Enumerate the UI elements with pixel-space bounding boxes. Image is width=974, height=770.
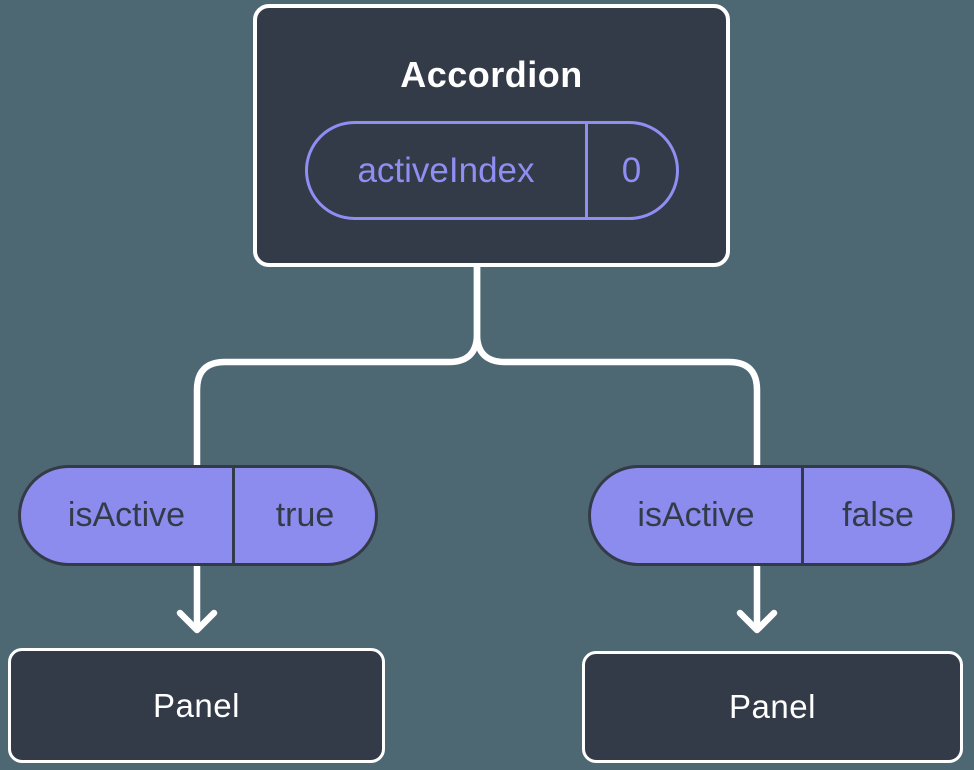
component-box-panel-right: Panel <box>582 651 963 763</box>
state-name: activeIndex <box>357 150 535 190</box>
arrow-down-icon <box>176 609 218 634</box>
prop-pill-isactive-true: isActive true <box>18 465 378 566</box>
component-title: Accordion <box>400 54 583 95</box>
prop-value: true <box>232 468 375 563</box>
panel-title: Panel <box>729 688 816 725</box>
prop-value: false <box>801 468 952 563</box>
prop-pill-isactive-false: isActive false <box>588 465 955 566</box>
state-pill: activeIndex 0 <box>304 121 679 220</box>
prop-name: isActive <box>637 496 755 534</box>
connector-right-branch <box>473 262 761 471</box>
prop-name: isActive <box>67 496 186 534</box>
state-value: 0 <box>584 124 676 217</box>
component-box-accordion: Accordion activeIndex 0 <box>253 4 730 267</box>
panel-title: Panel <box>153 686 240 724</box>
connector-left-branch <box>193 262 481 471</box>
component-box-panel-left: Panel <box>8 648 385 763</box>
arrow-down-icon <box>736 609 778 634</box>
